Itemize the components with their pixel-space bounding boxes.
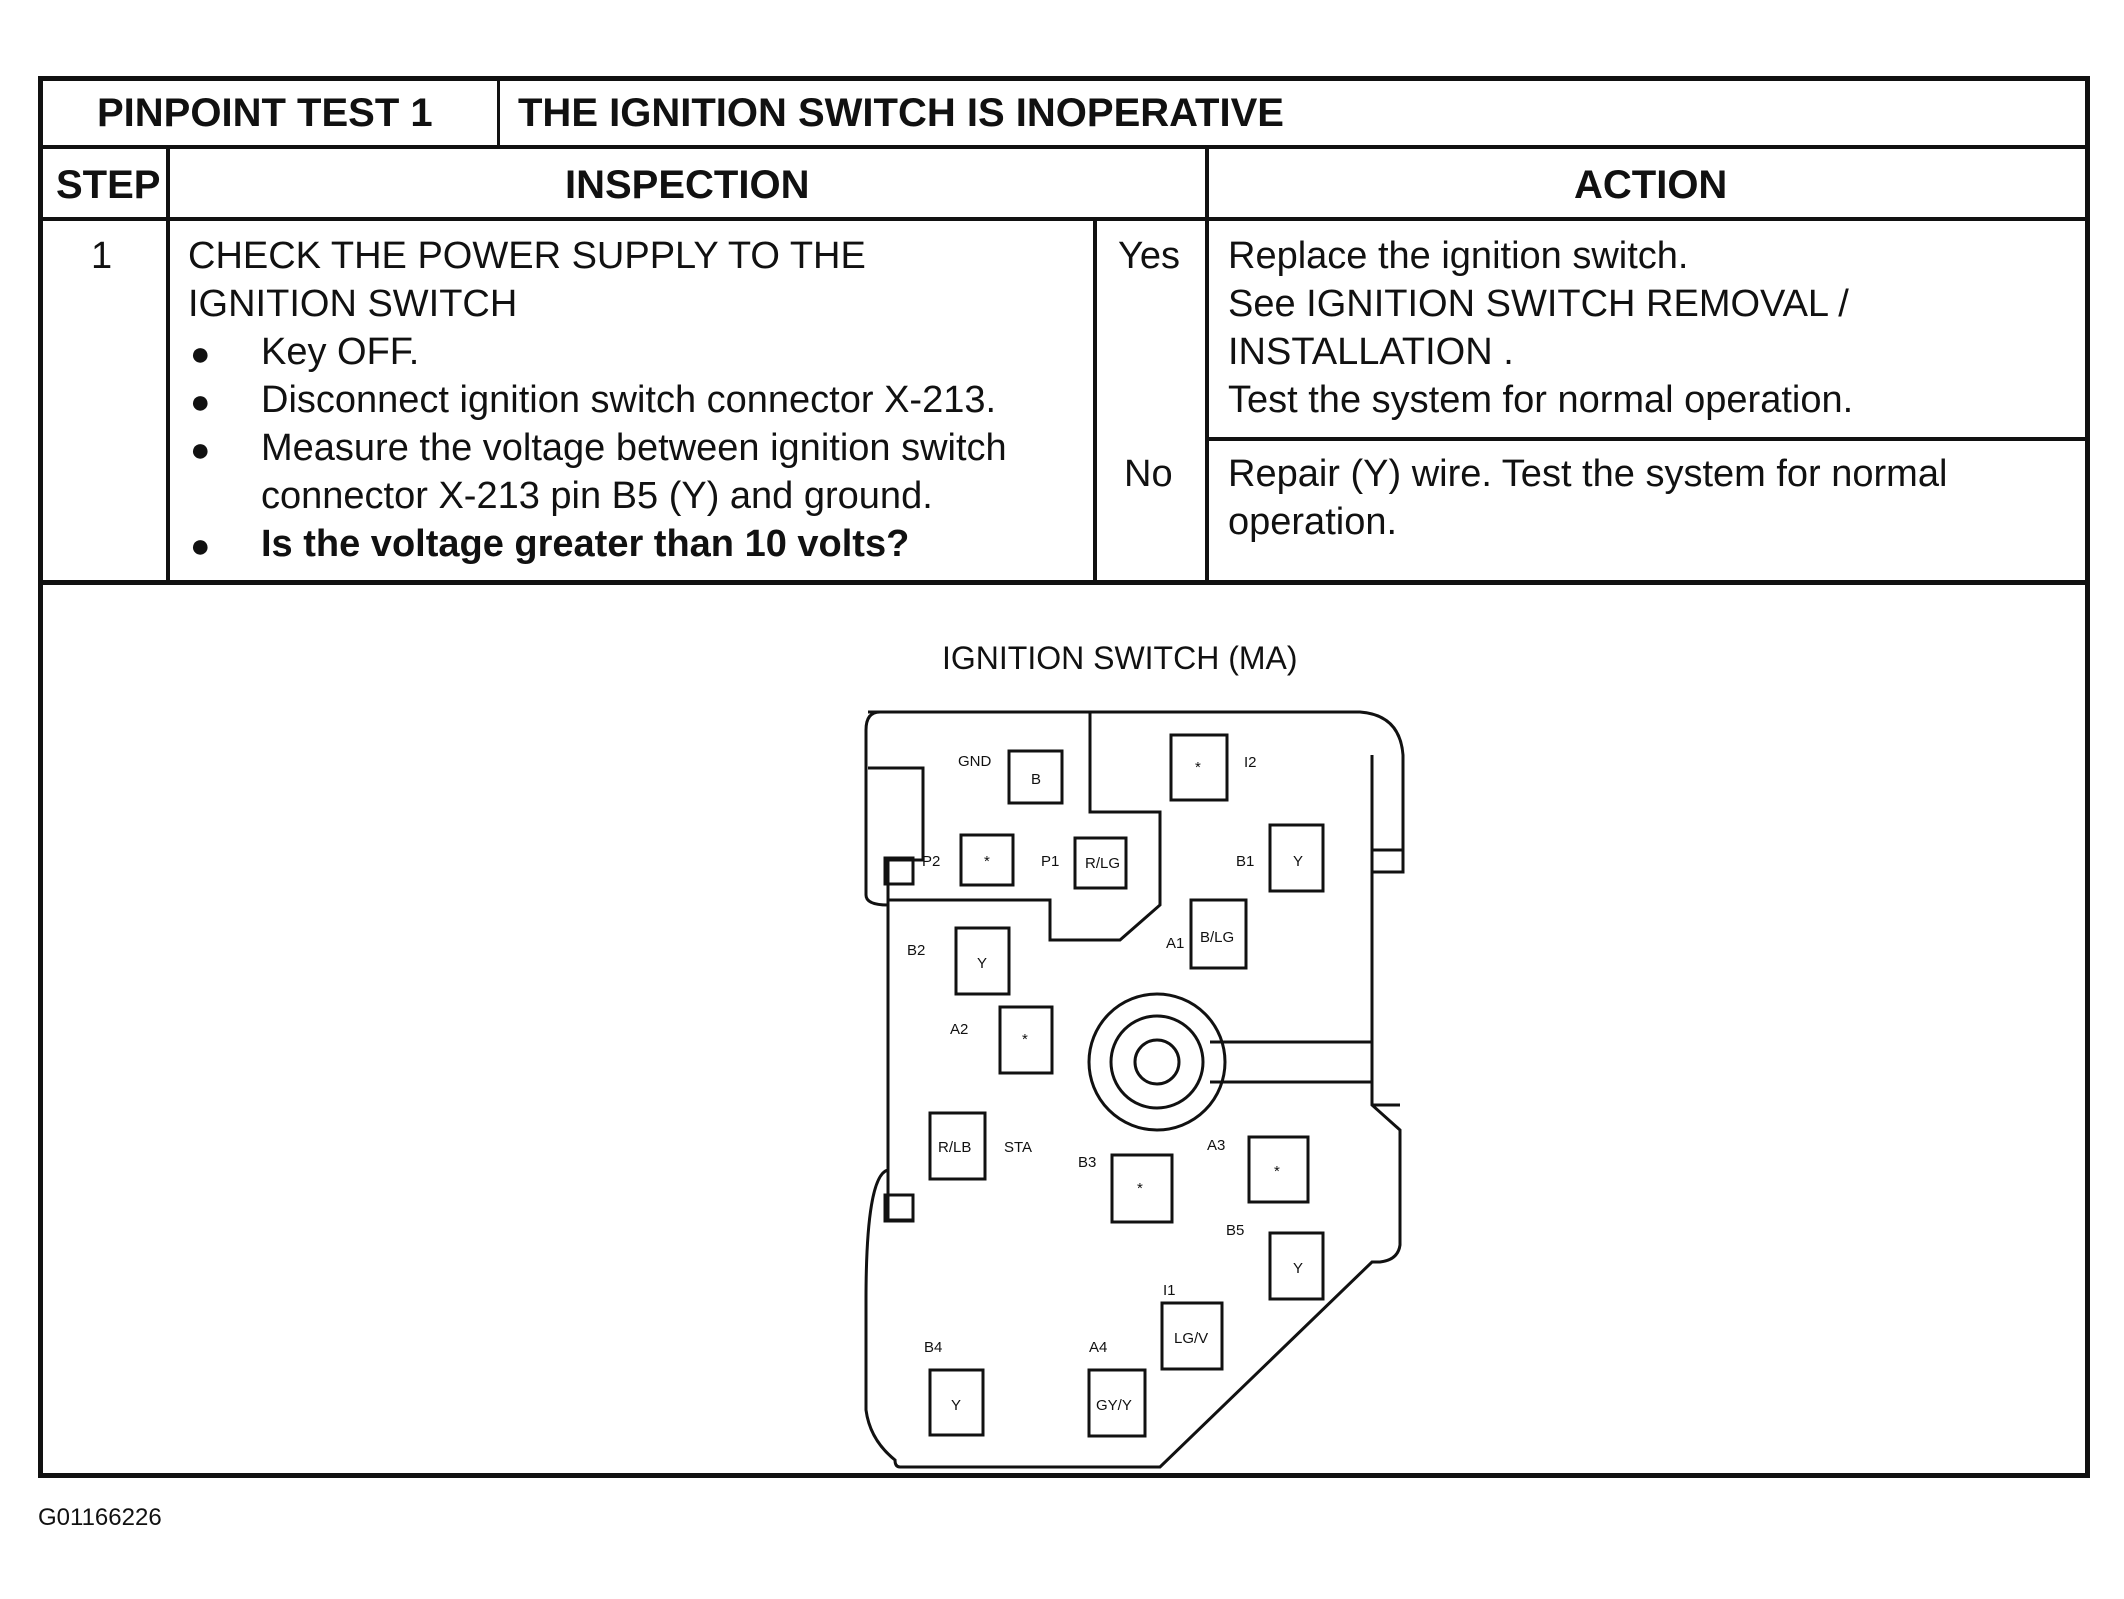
diagram-title: IGNITION SWITCH (MA): [942, 640, 1298, 676]
column-header-divider: [38, 217, 2090, 221]
wire-label-a1: B/LG: [1200, 929, 1234, 946]
yes-action-line1: Replace the ignition switch.: [1228, 235, 1689, 277]
wire-label-sta: R/LB: [938, 1139, 971, 1156]
no-action-line2: operation.: [1228, 501, 1398, 543]
inspection-header: INSPECTION: [565, 163, 810, 207]
wire-label-a3: *: [1274, 1163, 1280, 1180]
connector-outline: [864, 710, 1405, 1469]
step-title-line2: IGNITION SWITCH: [188, 283, 518, 325]
pin-label-sta: STA: [1004, 1139, 1032, 1156]
yesno-col-divider: [1093, 217, 1097, 582]
test-id: PINPOINT TEST 1: [97, 91, 433, 135]
bullet-icon: ●: [190, 335, 211, 373]
step-number: 1: [91, 235, 113, 277]
pin-label-b1: B1: [1236, 853, 1254, 870]
action-header: ACTION: [1574, 163, 1728, 207]
action-col-divider: [1205, 145, 1209, 582]
bullet-icon: ●: [190, 527, 211, 565]
wire-label-b1: Y: [1293, 853, 1303, 870]
center-hub-mid: [1109, 1014, 1205, 1110]
step-header: STEP: [56, 163, 161, 207]
pinpoint-test-table: [38, 76, 2090, 1478]
yes-action-line2: See IGNITION SWITCH REMOVAL /: [1228, 283, 1849, 325]
wire-label-b3: *: [1137, 1180, 1143, 1197]
wire-label-a4: GY/Y: [1096, 1397, 1132, 1414]
pin-label-b2: B2: [907, 942, 925, 959]
step-col-divider: [166, 145, 170, 582]
inner-divider: [888, 712, 1162, 942]
bullet-key-off: Key OFF.: [261, 331, 420, 373]
pin-labels: GND B I2 * P2 * P1 R/LG B1 Y A1 B/LG B2 …: [907, 753, 1303, 1414]
pin-label-a1: A1: [1166, 935, 1184, 952]
pin-label-gnd: GND: [958, 753, 992, 770]
test-title: THE IGNITION SWITCH IS INOPERATIVE: [518, 91, 1284, 135]
pin-label-a3: A3: [1207, 1137, 1225, 1154]
yes-no-divider: [1207, 437, 2090, 441]
pin-label-b5: B5: [1226, 1222, 1244, 1239]
header-col-divider: [497, 76, 500, 147]
yes-action-line4: Test the system for normal operation.: [1228, 379, 1854, 421]
bullet-disconnect: Disconnect ignition switch connector X-2…: [261, 379, 997, 421]
wire-label-p2: *: [984, 853, 990, 870]
pin-label-p1: P1: [1041, 853, 1059, 870]
wire-label-a2: *: [1022, 1031, 1028, 1048]
bullet-icon: ●: [190, 383, 211, 421]
yes-action-line3: INSTALLATION .: [1228, 331, 1514, 373]
wire-label-b2: Y: [977, 955, 987, 972]
wire-label-b5: Y: [1293, 1260, 1303, 1277]
wire-label-b4: Y: [951, 1397, 961, 1414]
wire-label-i2: *: [1195, 759, 1201, 776]
pin-label-b3: B3: [1078, 1154, 1096, 1171]
wire-label-i1: LG/V: [1174, 1330, 1208, 1347]
header-divider: [38, 145, 2090, 149]
pin-label-p2: P2: [922, 853, 940, 870]
figure-id: G01166226: [38, 1504, 162, 1531]
pin-cavities: [928, 733, 1325, 1438]
center-hub-inner: [1133, 1038, 1181, 1086]
no-action-line1: Repair (Y) wire. Test the system for nor…: [1228, 453, 1948, 495]
bullet-question: Is the voltage greater than 10 volts?: [261, 523, 910, 565]
center-hub-outer: [1087, 992, 1227, 1132]
pin-label-b4: B4: [924, 1339, 942, 1356]
step-row-bottom: [38, 580, 2090, 585]
yes-label: Yes: [1118, 235, 1180, 277]
step-title-line1: CHECK THE POWER SUPPLY TO THE: [188, 235, 866, 277]
pin-label-a4: A4: [1089, 1339, 1107, 1356]
latch-top: [868, 766, 925, 905]
wire-label-gnd: B: [1031, 771, 1041, 788]
bullet-icon: ●: [190, 431, 211, 469]
pin-label-a2: A2: [950, 1021, 968, 1038]
pin-label-i1: I1: [1163, 1282, 1176, 1299]
no-label: No: [1124, 453, 1173, 495]
bullet-measure-line1: Measure the voltage between ignition swi…: [261, 427, 1007, 469]
pin-label-i2: I2: [1244, 754, 1257, 771]
wire-label-p1: R/LG: [1085, 855, 1120, 872]
bullet-measure-line2: connector X-213 pin B5 (Y) and ground.: [261, 475, 933, 517]
